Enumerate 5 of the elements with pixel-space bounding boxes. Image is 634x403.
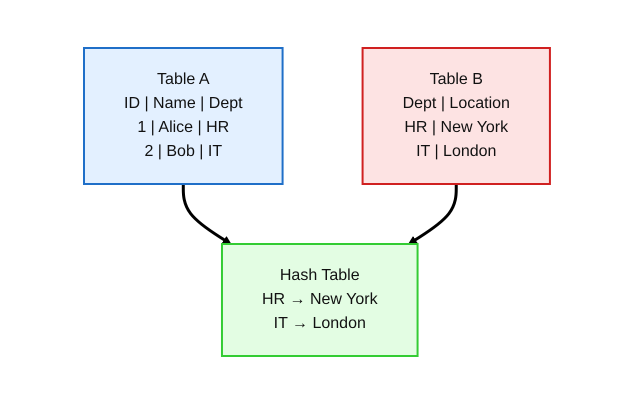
- arrow: [408, 184, 458, 244]
- node-box: Table B Dept | Location HR | New York IT | London: [362, 46, 551, 184]
- node-box: Hash Table HR → New York IT → London: [221, 242, 419, 356]
- arrow: [182, 184, 232, 244]
- node-box: Table A ID | Name | Dept 1 | Alice | HR 2 | Bob | IT: [83, 46, 284, 184]
